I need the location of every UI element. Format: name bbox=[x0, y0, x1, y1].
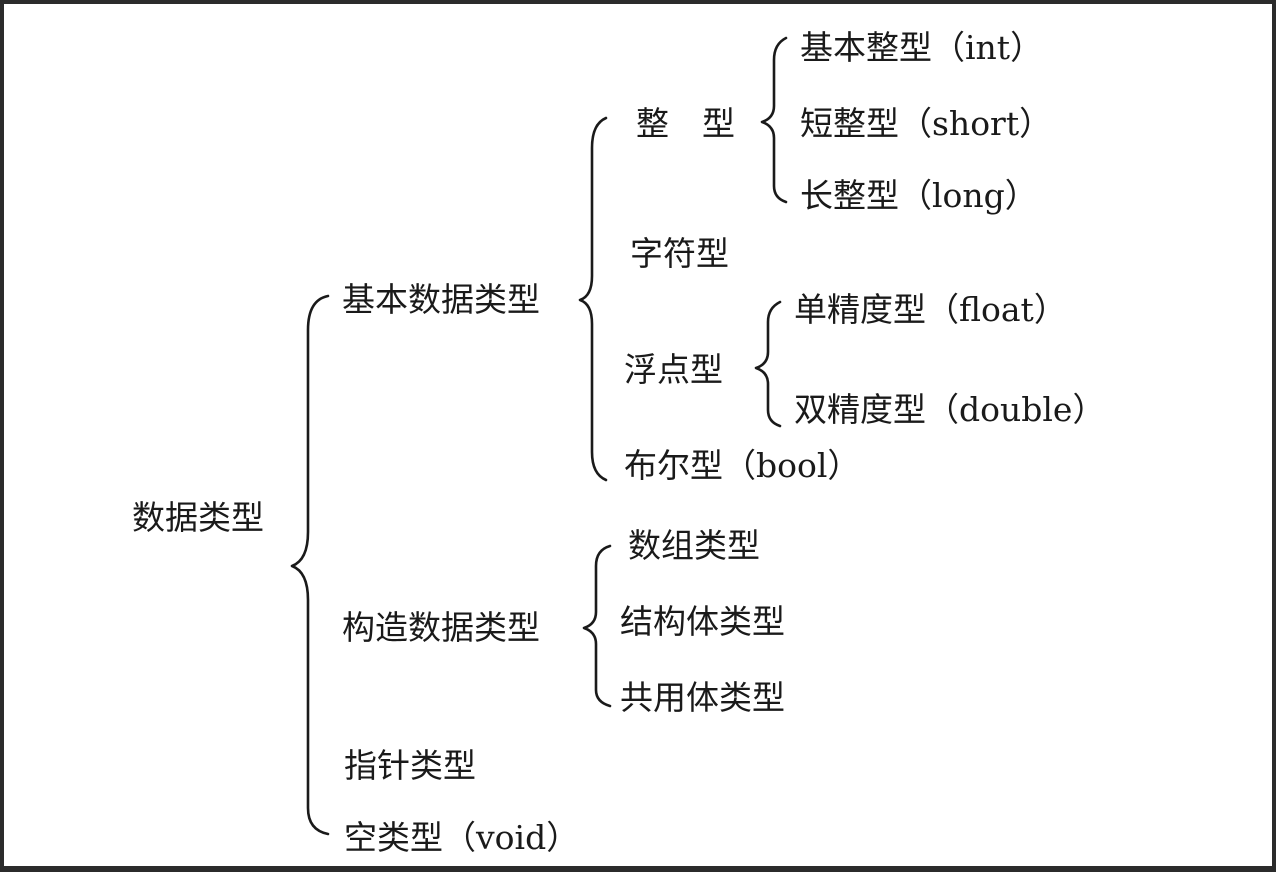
short-type-label: 短整型（short） bbox=[800, 104, 1053, 143]
constructed-brace bbox=[582, 544, 612, 708]
double-type-label: 双精度型（double） bbox=[794, 390, 1106, 429]
char-type-label: 字符型 bbox=[630, 234, 729, 273]
integer-brace bbox=[760, 36, 788, 204]
basic-brace bbox=[578, 116, 608, 482]
float-brace bbox=[754, 300, 782, 428]
bottom-edge bbox=[0, 866, 1276, 872]
bool-type-label: 布尔型（bool） bbox=[624, 446, 861, 485]
float-group-label: 浮点型 bbox=[624, 350, 723, 389]
int-type-label: 基本整型（int） bbox=[800, 28, 1044, 67]
integer-type-label: 整 型 bbox=[636, 104, 735, 143]
pointer-type-label: 指针类型 bbox=[344, 746, 476, 785]
constructed-types-label: 构造数据类型 bbox=[342, 608, 540, 647]
array-type-label: 数组类型 bbox=[628, 526, 760, 565]
root-brace bbox=[290, 294, 330, 836]
struct-type-label: 结构体类型 bbox=[620, 602, 785, 641]
root-label: 数据类型 bbox=[132, 498, 264, 537]
diagram-canvas bbox=[4, 4, 1272, 870]
void-type-label: 空类型（void） bbox=[344, 818, 580, 857]
union-type-label: 共用体类型 bbox=[620, 678, 785, 717]
float-type-label: 单精度型（float） bbox=[794, 290, 1067, 329]
long-type-label: 长整型（long） bbox=[800, 176, 1038, 215]
basic-types-label: 基本数据类型 bbox=[342, 280, 540, 319]
